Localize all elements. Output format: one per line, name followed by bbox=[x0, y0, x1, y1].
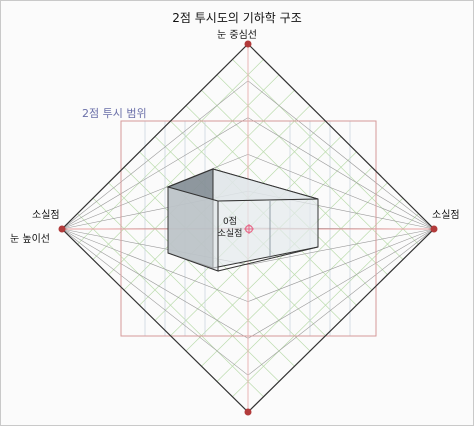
ray-right bbox=[247, 228, 435, 266]
box-bottom-edge bbox=[217, 246, 319, 272]
ray-left bbox=[61, 228, 249, 302]
box-front-face bbox=[167, 186, 219, 272]
top-point bbox=[244, 40, 252, 48]
ray-left bbox=[61, 228, 249, 376]
ray-left bbox=[61, 117, 249, 230]
grid-line-green bbox=[77, 213, 264, 397]
right-vp-label: 소실점 bbox=[432, 209, 460, 221]
ray-left bbox=[61, 154, 249, 230]
perspective-box bbox=[166, 168, 319, 272]
eye-center-label: 눈 중심선 bbox=[217, 29, 257, 41]
ray-right bbox=[247, 154, 435, 230]
ray-right bbox=[247, 80, 435, 230]
diagram-title: 2점 투시도의 기하학 구조 bbox=[172, 11, 301, 25]
eye-level-label: 눈 높이선 bbox=[10, 233, 50, 245]
ray-right bbox=[247, 228, 435, 339]
ray-right bbox=[247, 228, 435, 376]
center-label-line2: 소실점 bbox=[218, 227, 243, 239]
left-vp-label: 소실점 bbox=[32, 209, 60, 221]
ray-left bbox=[61, 228, 249, 339]
ray-right bbox=[247, 117, 435, 230]
right-vanishing-point bbox=[430, 225, 438, 233]
grid-line-green bbox=[232, 213, 419, 397]
center-label-line1: 0점 bbox=[223, 215, 237, 227]
left-vanishing-point bbox=[58, 225, 66, 233]
bottom-point bbox=[244, 408, 252, 416]
center-marker bbox=[244, 224, 254, 234]
range-label: 2점 투시 범위 bbox=[82, 107, 147, 120]
ray-left bbox=[61, 80, 249, 230]
ray-right bbox=[247, 228, 435, 302]
box-back-edge bbox=[217, 198, 319, 202]
